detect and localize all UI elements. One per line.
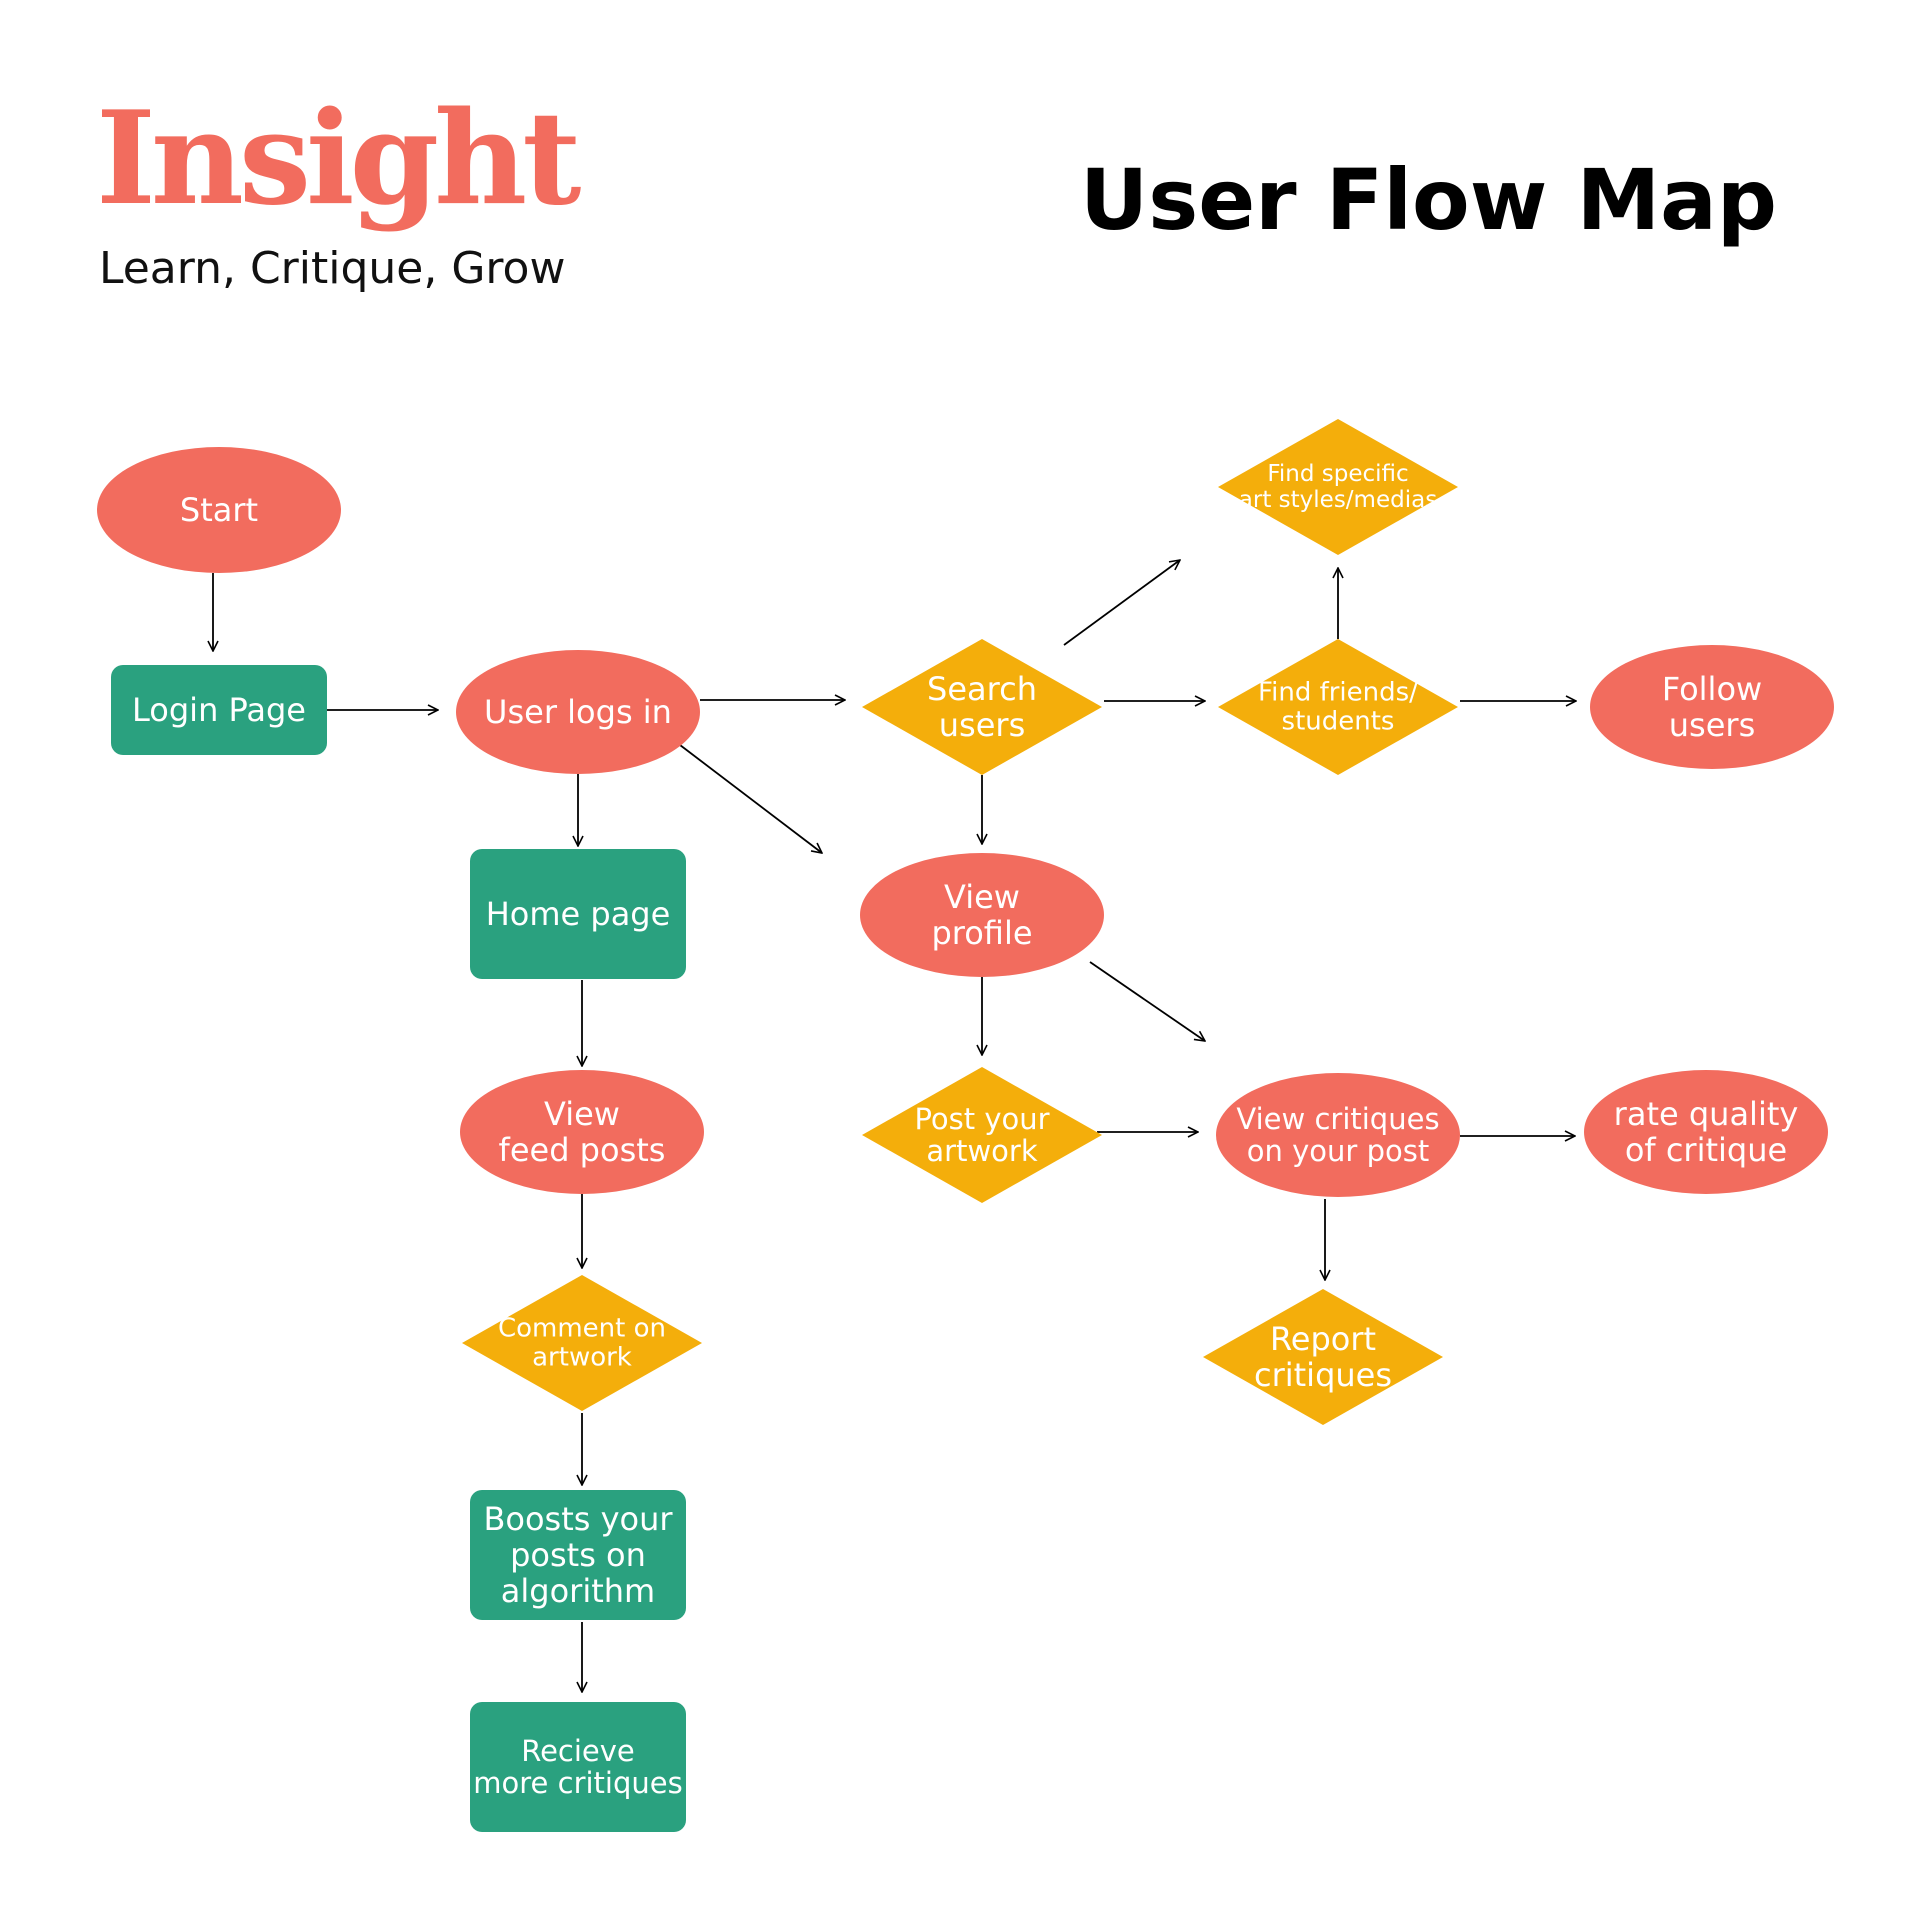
node-find-art-styles-label-line-1: Find specific: [1267, 461, 1408, 487]
node-boosts-posts-shape: [470, 1490, 686, 1620]
node-report-critiques-label-line-1: Report: [1270, 1320, 1376, 1358]
node-start: Start: [97, 447, 341, 573]
node-boosts-posts-label-line-2: posts on: [510, 1536, 646, 1574]
edge-user-logs-in-to-view-profile: [679, 744, 822, 853]
node-post-artwork-shape: [862, 1067, 1102, 1203]
edges-layer: [213, 560, 1576, 1692]
node-view-profile-label-line-2: profile: [931, 914, 1032, 952]
node-find-friends-label-line-1: Find friends/: [1258, 677, 1418, 707]
node-search-users-label-line-2: users: [939, 706, 1025, 744]
node-find-friends-label-line-2: students: [1282, 707, 1395, 737]
node-search-users-label-line-1: Search: [927, 670, 1037, 708]
node-boosts-posts-label-line-1: Boosts your: [483, 1500, 673, 1538]
node-recieve-critiques-label-line-1: Recieve: [521, 1734, 635, 1768]
node-login-page-label-line-1: Login Page: [132, 691, 306, 729]
node-login-page: Login Page: [111, 665, 327, 755]
node-follow-users-label-line-1: Follow: [1662, 670, 1762, 708]
node-comment-artwork-label-line-2: artwork: [532, 1343, 632, 1373]
node-recieve-critiques-label-line-2: more critiques: [473, 1766, 682, 1800]
node-find-art-styles-shape: [1218, 419, 1458, 555]
node-user-logs-in: User logs in: [456, 650, 700, 774]
node-report-critiques-label-line-2: critiques: [1254, 1356, 1392, 1394]
node-view-critiques-label-line-2: on your post: [1247, 1134, 1429, 1168]
node-home-page-shape: [470, 849, 686, 979]
brand-logo: Insight: [96, 84, 581, 234]
edge-search-users-to-find-art-styles: [1063, 560, 1180, 646]
node-rate-critique-shape: [1584, 1070, 1828, 1194]
node-rate-critique-label-line-2: of critique: [1625, 1131, 1787, 1169]
node-rate-critique-label-line-1: rate quality: [1614, 1095, 1799, 1133]
node-follow-users-shape: [1590, 645, 1834, 769]
node-comment-artwork-shape: [462, 1275, 702, 1411]
edge-view-profile-to-view-critiques: [1089, 961, 1205, 1041]
node-find-art-styles-label-line-2: art styles/medias: [1239, 487, 1437, 513]
node-comment-artwork-label-line-1: Comment on: [498, 1313, 666, 1343]
node-view-feed-posts-label-line-2: feed posts: [499, 1131, 666, 1169]
node-login-page-shape: [111, 665, 327, 755]
node-recieve-critiques-shape: [470, 1702, 686, 1832]
node-report-critiques-shape: [1203, 1289, 1443, 1425]
node-start-label-line-1: Start: [180, 491, 258, 529]
node-start-shape: [97, 447, 341, 573]
node-view-profile-shape: [860, 853, 1104, 977]
node-view-feed-posts-label-line-1: View: [544, 1095, 620, 1133]
node-user-logs-in-shape: [456, 650, 700, 774]
node-follow-users-label-line-2: users: [1669, 706, 1755, 744]
node-view-critiques-label-line-1: View critiques: [1236, 1102, 1439, 1136]
page-title: User Flow Map: [1080, 151, 1777, 249]
node-home-page-label-line-1: Home page: [486, 895, 671, 933]
node-home-page: Home page: [470, 849, 686, 979]
node-boosts-posts-label-line-3: algorithm: [501, 1572, 655, 1610]
node-post-artwork-label-line-1: Post your: [914, 1102, 1049, 1136]
node-view-feed-posts-shape: [460, 1070, 704, 1194]
node-user-logs-in-label-line-1: User logs in: [484, 693, 672, 731]
node-view-critiques-shape: [1216, 1073, 1460, 1197]
node-view-profile-label-line-1: View: [944, 878, 1020, 916]
node-find-friends-shape: [1218, 639, 1458, 775]
node-search-users-shape: [862, 639, 1102, 775]
node-find-friends: Find friends/students: [1218, 639, 1458, 775]
node-post-artwork-label-line-2: artwork: [926, 1134, 1037, 1168]
brand-tagline: Learn, Critique, Grow: [99, 243, 566, 294]
